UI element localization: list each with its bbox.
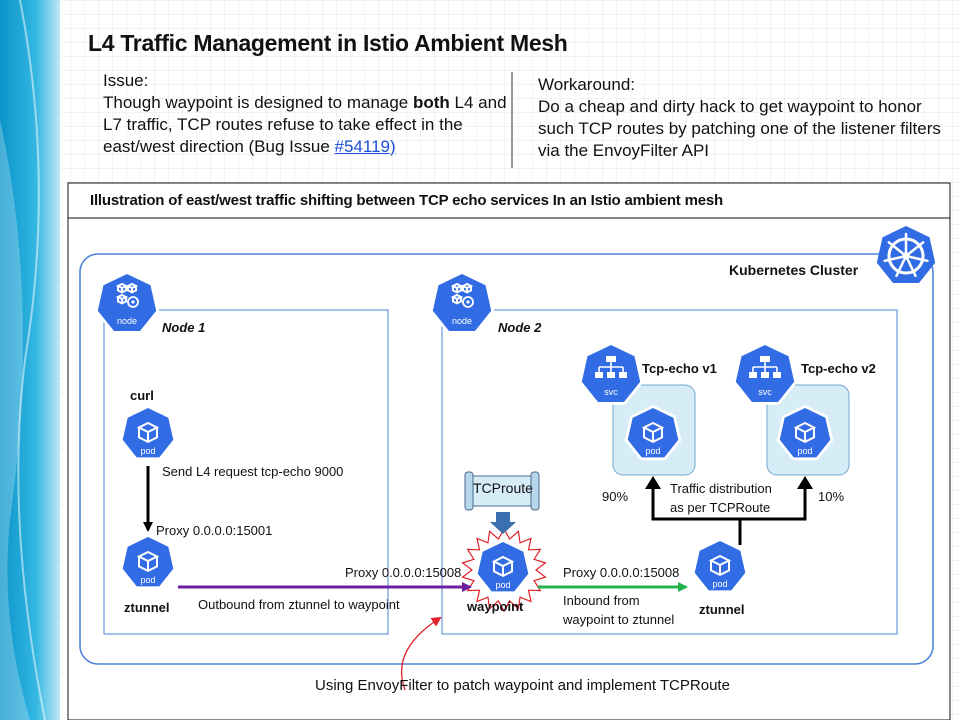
traffic-distribution-line2: as per TCPRoute xyxy=(670,500,771,515)
service-icon: svc xyxy=(732,342,798,405)
svg-text:pod: pod xyxy=(645,446,660,456)
workaround-text: Do a cheap and dirty hack to get waypoin… xyxy=(538,97,941,160)
distribution-arrow-v2 xyxy=(740,485,807,521)
envoyfilter-pointer xyxy=(400,616,442,691)
pod-icon: pod xyxy=(691,538,749,594)
proxy-15001-label: Proxy 0.0.0.0:15001 xyxy=(156,523,273,538)
issue-text: Though waypoint is designed to manage bo… xyxy=(103,93,507,156)
ztunnel1-label: ztunnel xyxy=(124,600,170,615)
ztunnel2-label: ztunnel xyxy=(699,602,745,617)
svg-text:pod: pod xyxy=(140,446,155,456)
node1-icon: node xyxy=(94,271,160,334)
curl-label: curl xyxy=(130,388,154,403)
cluster-label: Kubernetes Cluster xyxy=(729,262,859,278)
inbound-label-line1: Inbound from xyxy=(563,593,640,608)
svg-text:svc: svc xyxy=(604,387,618,397)
distribution-arrow-v1 xyxy=(651,485,742,545)
svg-text:pod: pod xyxy=(712,579,727,589)
side-swirl xyxy=(0,120,30,720)
tcp-echo-v1-label: Tcp-echo v1 xyxy=(642,361,717,376)
proxy-15008-left-label: Proxy 0.0.0.0:15008 xyxy=(345,565,462,580)
proxy-15008-right-label: Proxy 0.0.0.0:15008 xyxy=(563,565,680,580)
pod-icon: pod xyxy=(776,405,834,461)
node2-label: Node 2 xyxy=(498,320,542,335)
pod-icon: pod xyxy=(474,539,532,595)
waypoint-label: waypoint xyxy=(467,599,524,614)
issue-bold-word: both xyxy=(412,93,450,112)
issue-block: Issue: Though waypoint is designed to ma… xyxy=(103,70,511,158)
svg-text:pod: pod xyxy=(140,575,155,585)
workaround-heading: Workaround: xyxy=(538,75,636,94)
svg-text:pod: pod xyxy=(495,580,510,590)
envoyfilter-note: Using EnvoyFilter to patch waypoint and … xyxy=(315,677,730,694)
kubernetes-wheel-icon xyxy=(876,226,936,283)
percent-v2-label: 10% xyxy=(818,489,845,504)
tcproute-label: TCProute xyxy=(473,480,533,496)
diagram-header: Illustration of east/west traffic shifti… xyxy=(90,192,723,209)
issue-heading: Issue: xyxy=(103,71,149,90)
node1-label: Node 1 xyxy=(162,320,206,335)
svg-text:node: node xyxy=(452,316,472,326)
workaround-block: Workaround: Do a cheap and dirty hack to… xyxy=(538,74,943,162)
service-icon: svc xyxy=(578,342,644,405)
inbound-label-line2: waypoint to ztunnel xyxy=(563,612,675,627)
pod-icon: pod xyxy=(119,405,177,461)
bug-issue-link[interactable]: #54119) xyxy=(334,137,396,156)
percent-v1-label: 90% xyxy=(602,489,629,504)
page-title: L4 Traffic Management in Istio Ambient M… xyxy=(88,30,568,56)
send-request-label: Send L4 request tcp-echo 9000 xyxy=(162,464,344,479)
svg-text:pod: pod xyxy=(797,446,812,456)
svg-text:svc: svc xyxy=(758,387,772,397)
scroll-icon xyxy=(464,471,540,511)
svg-text:node: node xyxy=(117,316,137,326)
tcp-echo-v2-label: Tcp-echo v2 xyxy=(801,361,876,376)
pod-icon: pod xyxy=(119,534,177,590)
down-arrow-icon xyxy=(490,512,516,534)
outbound-label: Outbound from ztunnel to waypoint xyxy=(198,597,400,612)
node2-icon: node xyxy=(429,271,495,334)
traffic-distribution-line1: Traffic distribution xyxy=(670,481,772,496)
pod-icon: pod xyxy=(624,405,682,461)
side-decoration xyxy=(0,0,60,720)
